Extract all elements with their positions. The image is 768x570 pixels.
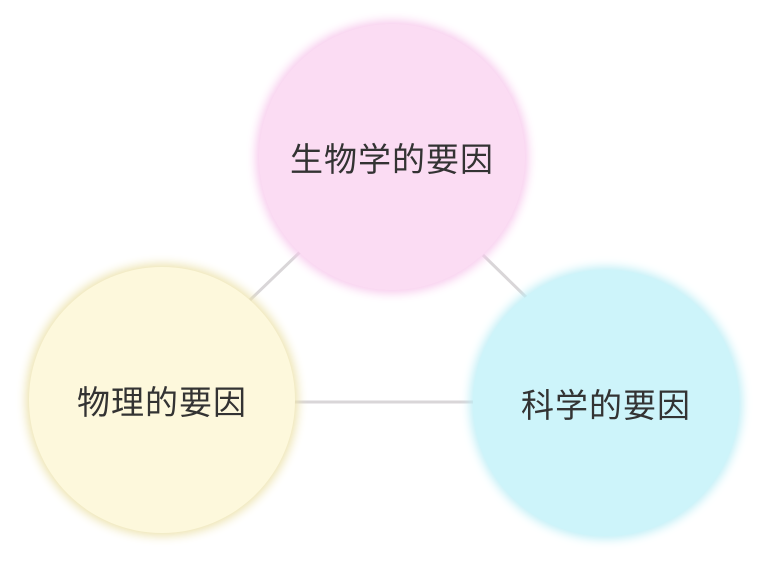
connector-bio-phys: [248, 250, 302, 302]
node-biological-factors: 生物学的要因: [259, 24, 525, 290]
node-label: 科学的要因: [521, 386, 691, 425]
node-label: 物理的要因: [77, 383, 247, 422]
connector-bio-sci: [481, 253, 529, 300]
node-physical-factors: 物理的要因: [29, 267, 295, 533]
node-label: 生物学的要因: [290, 140, 494, 179]
node-scientific-factors: 科学的要因: [473, 270, 739, 536]
